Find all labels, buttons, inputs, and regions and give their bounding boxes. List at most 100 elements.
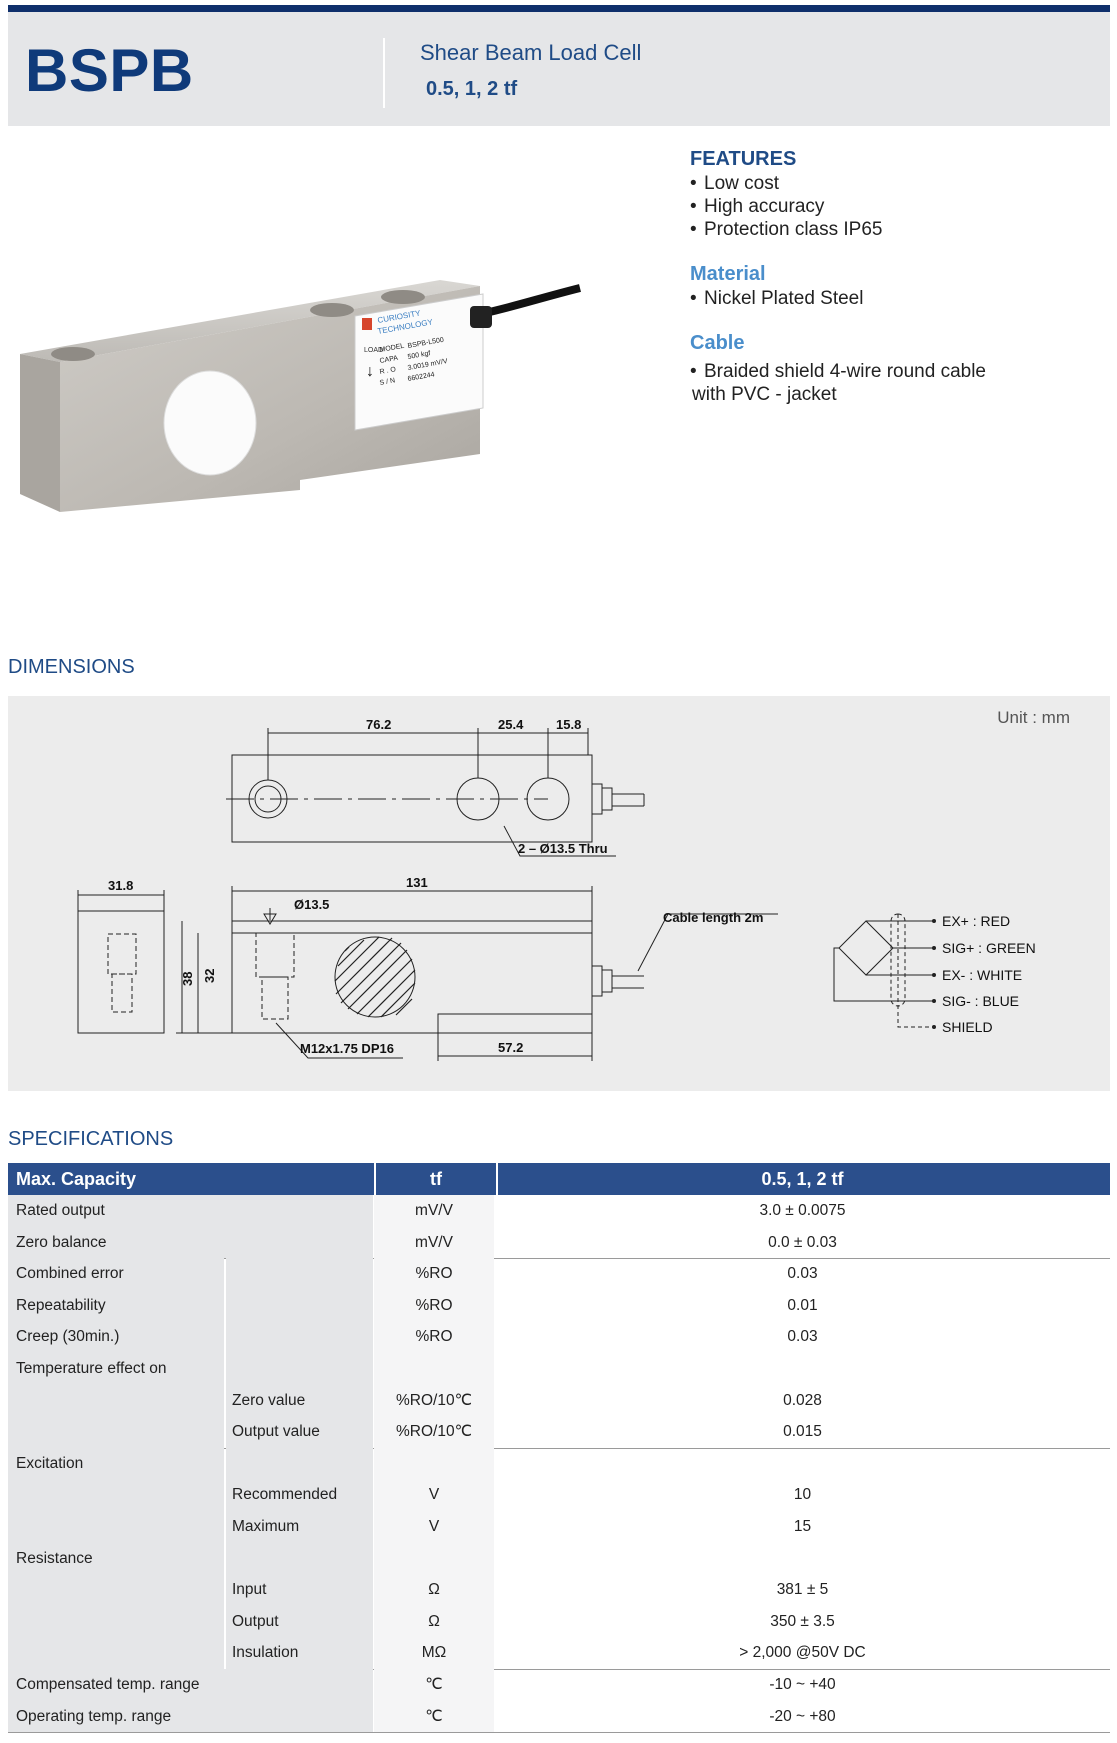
spec-name: Operating temp. range (16, 1707, 172, 1725)
spec-subname (232, 1669, 373, 1701)
spec-value: 0.0 ± 0.03 (768, 1233, 837, 1251)
spec-row: Zero value %RO/10℃ 0.028 (8, 1385, 1110, 1417)
spec-value: 0.028 (783, 1391, 822, 1409)
product-label (354, 293, 484, 431)
leader (275, 1022, 403, 1059)
dim-label: 131 (406, 875, 428, 890)
spec-unit (374, 1543, 494, 1575)
shield-wire (897, 914, 934, 1028)
technical-drawing: 76.2 25.4 15.8 2 – Ø13.5 Thru 31.8 131 Ø… (77, 717, 1036, 1061)
dim-label: 32 (202, 969, 217, 983)
label-field-key: S / N (379, 377, 396, 387)
wiring-label: SIG- : BLUE (942, 993, 1019, 1009)
hidden-line (107, 933, 137, 975)
features-panel: FEATURES •Low cost •High accuracy •Prote… (690, 146, 1110, 406)
spec-value (495, 1353, 1110, 1385)
spec-value: 3.0 ± 0.0075 (759, 1202, 846, 1219)
cable-gland (470, 306, 492, 328)
spec-row: Excitation (8, 1448, 1110, 1480)
spec-unit: ℃ (425, 1707, 443, 1725)
wiring-label: EX+ : RED (942, 913, 1010, 929)
spec-unit: V (428, 1486, 440, 1504)
spec-header-unit: tf (374, 1163, 498, 1195)
spec-name: Rated output (16, 1202, 105, 1219)
spec-subname: Maximum (232, 1518, 300, 1535)
label-field-value: 500 kgf (407, 350, 431, 361)
spec-value: 10 (793, 1486, 812, 1504)
cable-item: •Braided shield 4-wire round cable (690, 361, 986, 382)
dim-label: Ø13.5 (294, 897, 329, 912)
label-field-value: 6602244 (407, 371, 435, 383)
spec-subname (232, 1227, 373, 1259)
label-logo (362, 318, 372, 330)
spec-unit: Ω (428, 1581, 440, 1599)
spec-value: 15 (793, 1518, 812, 1535)
spec-subname: Input (232, 1581, 267, 1599)
spec-value (495, 1448, 1110, 1480)
material-title: Material (690, 263, 766, 285)
hidden-line (261, 976, 289, 1020)
gland (601, 969, 613, 993)
capacity-subtitle: 0.5, 1, 2 tf (426, 78, 518, 100)
spec-unit: mV/V (415, 1233, 453, 1251)
spec-row: Temperature effect on (8, 1353, 1110, 1385)
specifications-title: SPECIFICATIONS (8, 1128, 174, 1150)
spec-name: Combined error (16, 1265, 124, 1283)
spec-unit: Ω (428, 1612, 440, 1630)
bridge-diagram (838, 920, 894, 976)
label-arrow: ↓ (366, 363, 374, 380)
feature-item: •High accuracy (690, 196, 825, 217)
spec-name: Zero balance (16, 1233, 107, 1251)
spec-unit: %RO/10℃ (396, 1391, 472, 1409)
shield-outline (890, 913, 906, 1007)
spec-unit: V (428, 1518, 440, 1535)
spec-subname (232, 1321, 373, 1353)
spec-subname: Zero value (232, 1391, 306, 1409)
wiring-label: EX- : WHITE (942, 967, 1022, 983)
spec-value: 350 ± 3.5 (770, 1612, 835, 1630)
spec-unit: mV/V (415, 1202, 453, 1219)
spec-name: Resistance (16, 1549, 93, 1567)
spec-subname: Insulation (232, 1644, 299, 1662)
model-title: BSPB (25, 37, 194, 104)
label-field-key: MODEL (379, 343, 405, 354)
spec-value: -10 ~ +40 (769, 1676, 836, 1693)
spec-subname (232, 1195, 373, 1227)
wire (833, 947, 934, 1002)
product-subtitle: Shear Beam Load Cell (420, 40, 642, 65)
spec-header-name: Max. Capacity (16, 1169, 137, 1189)
white-cap (163, 370, 257, 476)
feature-item: •Low cost (690, 173, 779, 194)
dim-label: 15.8 (556, 717, 581, 732)
dimensions-title: DIMENSIONS (8, 656, 135, 678)
hidden-line (255, 932, 295, 978)
spec-unit: %RO (415, 1296, 453, 1314)
spec-row: Rated output mV/V 3.0 ± 0.0075 (8, 1195, 1110, 1227)
spec-row: Zero balance mV/V 0.0 ± 0.03 (8, 1227, 1110, 1259)
strain-pocket (334, 936, 416, 1018)
cable (479, 284, 581, 318)
spec-unit: %RO (415, 1328, 453, 1346)
dim-label: 25.4 (498, 717, 524, 732)
hole-inner (254, 785, 282, 813)
header-band: BSPB Shear Beam Load Cell 0.5, 1, 2 tf (8, 12, 1110, 126)
dim-label: 76.2 (366, 717, 391, 732)
spec-unit: %RO/10℃ (396, 1423, 472, 1441)
beam-front-face (20, 354, 60, 512)
top-accent-bar (8, 5, 1110, 12)
wiring-label: SIG+ : GREEN (942, 940, 1036, 956)
spec-value: -20 ~ +80 (769, 1707, 836, 1725)
spec-unit (374, 1448, 494, 1480)
spec-unit (374, 1353, 494, 1385)
spec-subname (232, 1353, 373, 1385)
spec-name: Creep (30min.) (16, 1328, 120, 1346)
label-field-key: R . O (379, 366, 397, 376)
spec-unit: %RO (415, 1265, 453, 1283)
dimensions-drawing-panel: Unit : mm (8, 696, 1110, 1091)
dim-label: M12x1.75 DP16 (300, 1041, 394, 1056)
top-hole (310, 303, 354, 317)
